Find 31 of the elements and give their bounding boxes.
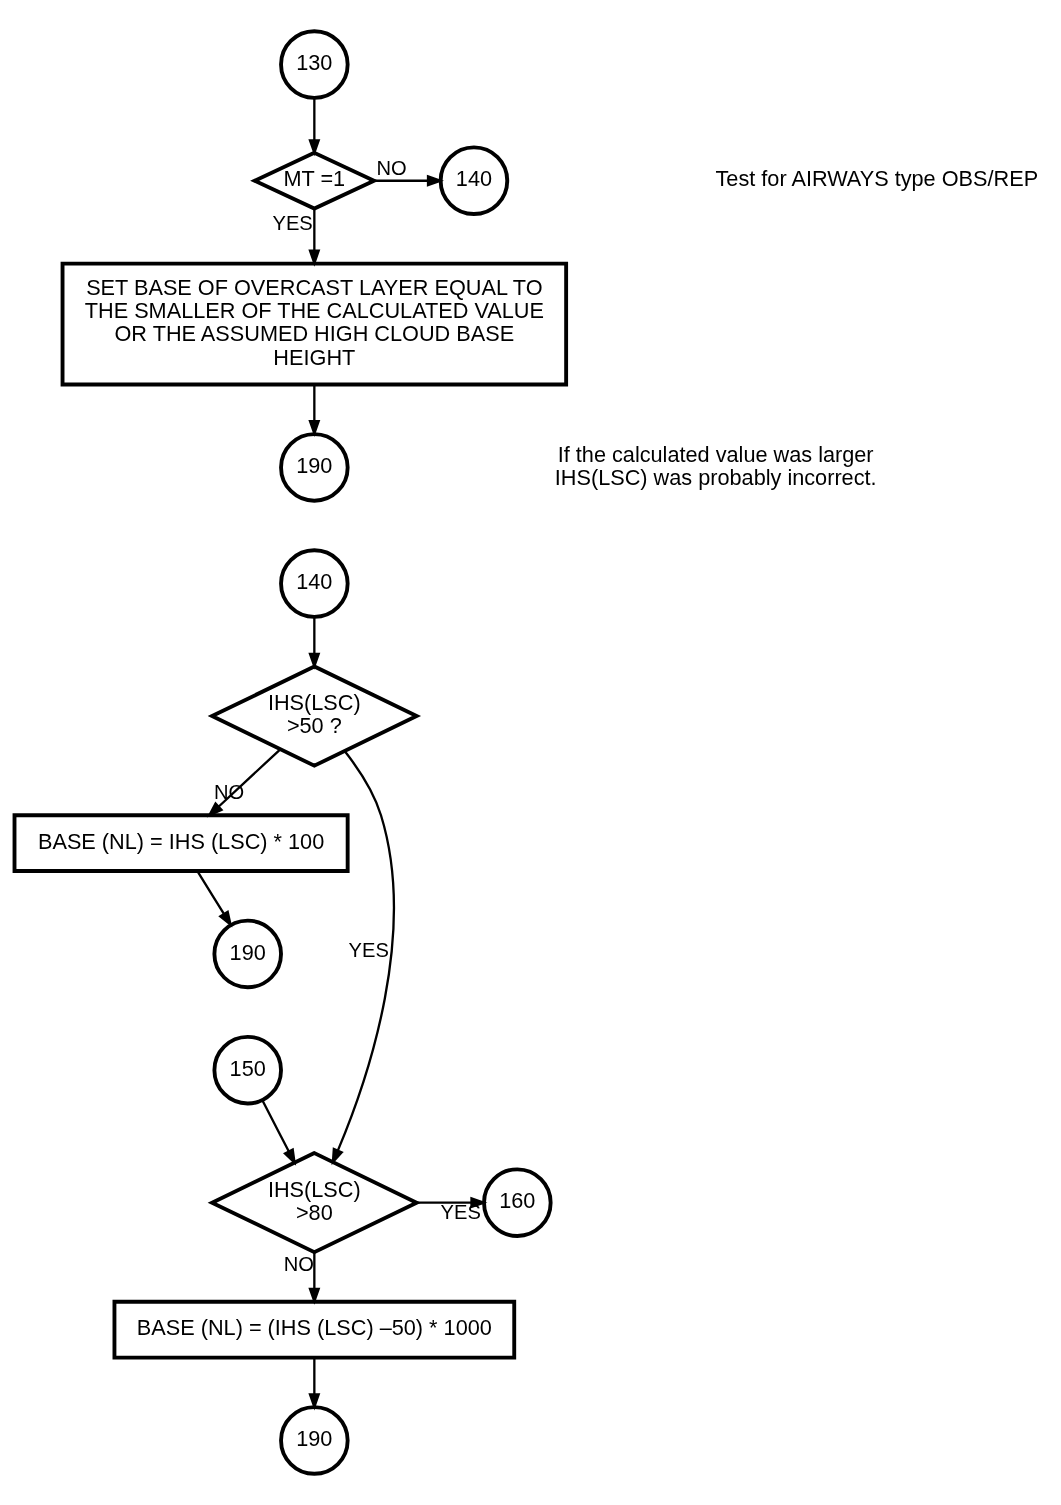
label: Test for AIRWAYS type OBS/REP bbox=[715, 166, 1039, 192]
node-box: SET BASE OF OVERCAST LAYER EQUAL TO THE SMALLER OF THE CALCULATED VALUE OR THE ASSUMED HIGH CLOUD BASE HEIGHT bbox=[60, 261, 569, 387]
arrow bbox=[308, 208, 321, 267]
arrow bbox=[308, 1252, 321, 1305]
arrow bbox=[308, 384, 321, 438]
edge-label: NO bbox=[376, 157, 407, 180]
arrow bbox=[308, 98, 321, 157]
arrow bbox=[374, 174, 444, 187]
node-diamond: MT =1 bbox=[250, 150, 379, 211]
node-circle: 190 bbox=[279, 432, 350, 503]
edge-label: NO bbox=[283, 1253, 314, 1276]
node-circle: 190 bbox=[212, 918, 283, 990]
node-circle: 140 bbox=[438, 145, 510, 216]
arrow bbox=[331, 750, 396, 1166]
edge-label: YES bbox=[348, 939, 389, 962]
arrow bbox=[261, 1099, 297, 1166]
node-circle: 150 bbox=[212, 1034, 283, 1106]
node-box: BASE (NL) = (IHS (LSC) –50) * 1000 bbox=[112, 1299, 517, 1360]
arrow bbox=[196, 870, 233, 928]
label: If the calculated value was larger IHS(LSC) was probably incorrect. bbox=[554, 441, 877, 490]
arrow bbox=[308, 1357, 321, 1411]
node-diamond: IHS(LSC) >50 ? bbox=[207, 664, 422, 768]
arrow bbox=[308, 617, 321, 670]
node-circle: 190 bbox=[279, 1405, 350, 1476]
arrow bbox=[206, 748, 281, 818]
arrow bbox=[416, 1196, 488, 1209]
node-circle: 130 bbox=[279, 29, 350, 100]
node-box: BASE (NL) = IHS (LSC) * 100 bbox=[12, 813, 350, 873]
edge-label: YES bbox=[272, 212, 313, 235]
node-circle: 140 bbox=[279, 548, 350, 619]
node-circle: 160 bbox=[482, 1167, 553, 1238]
